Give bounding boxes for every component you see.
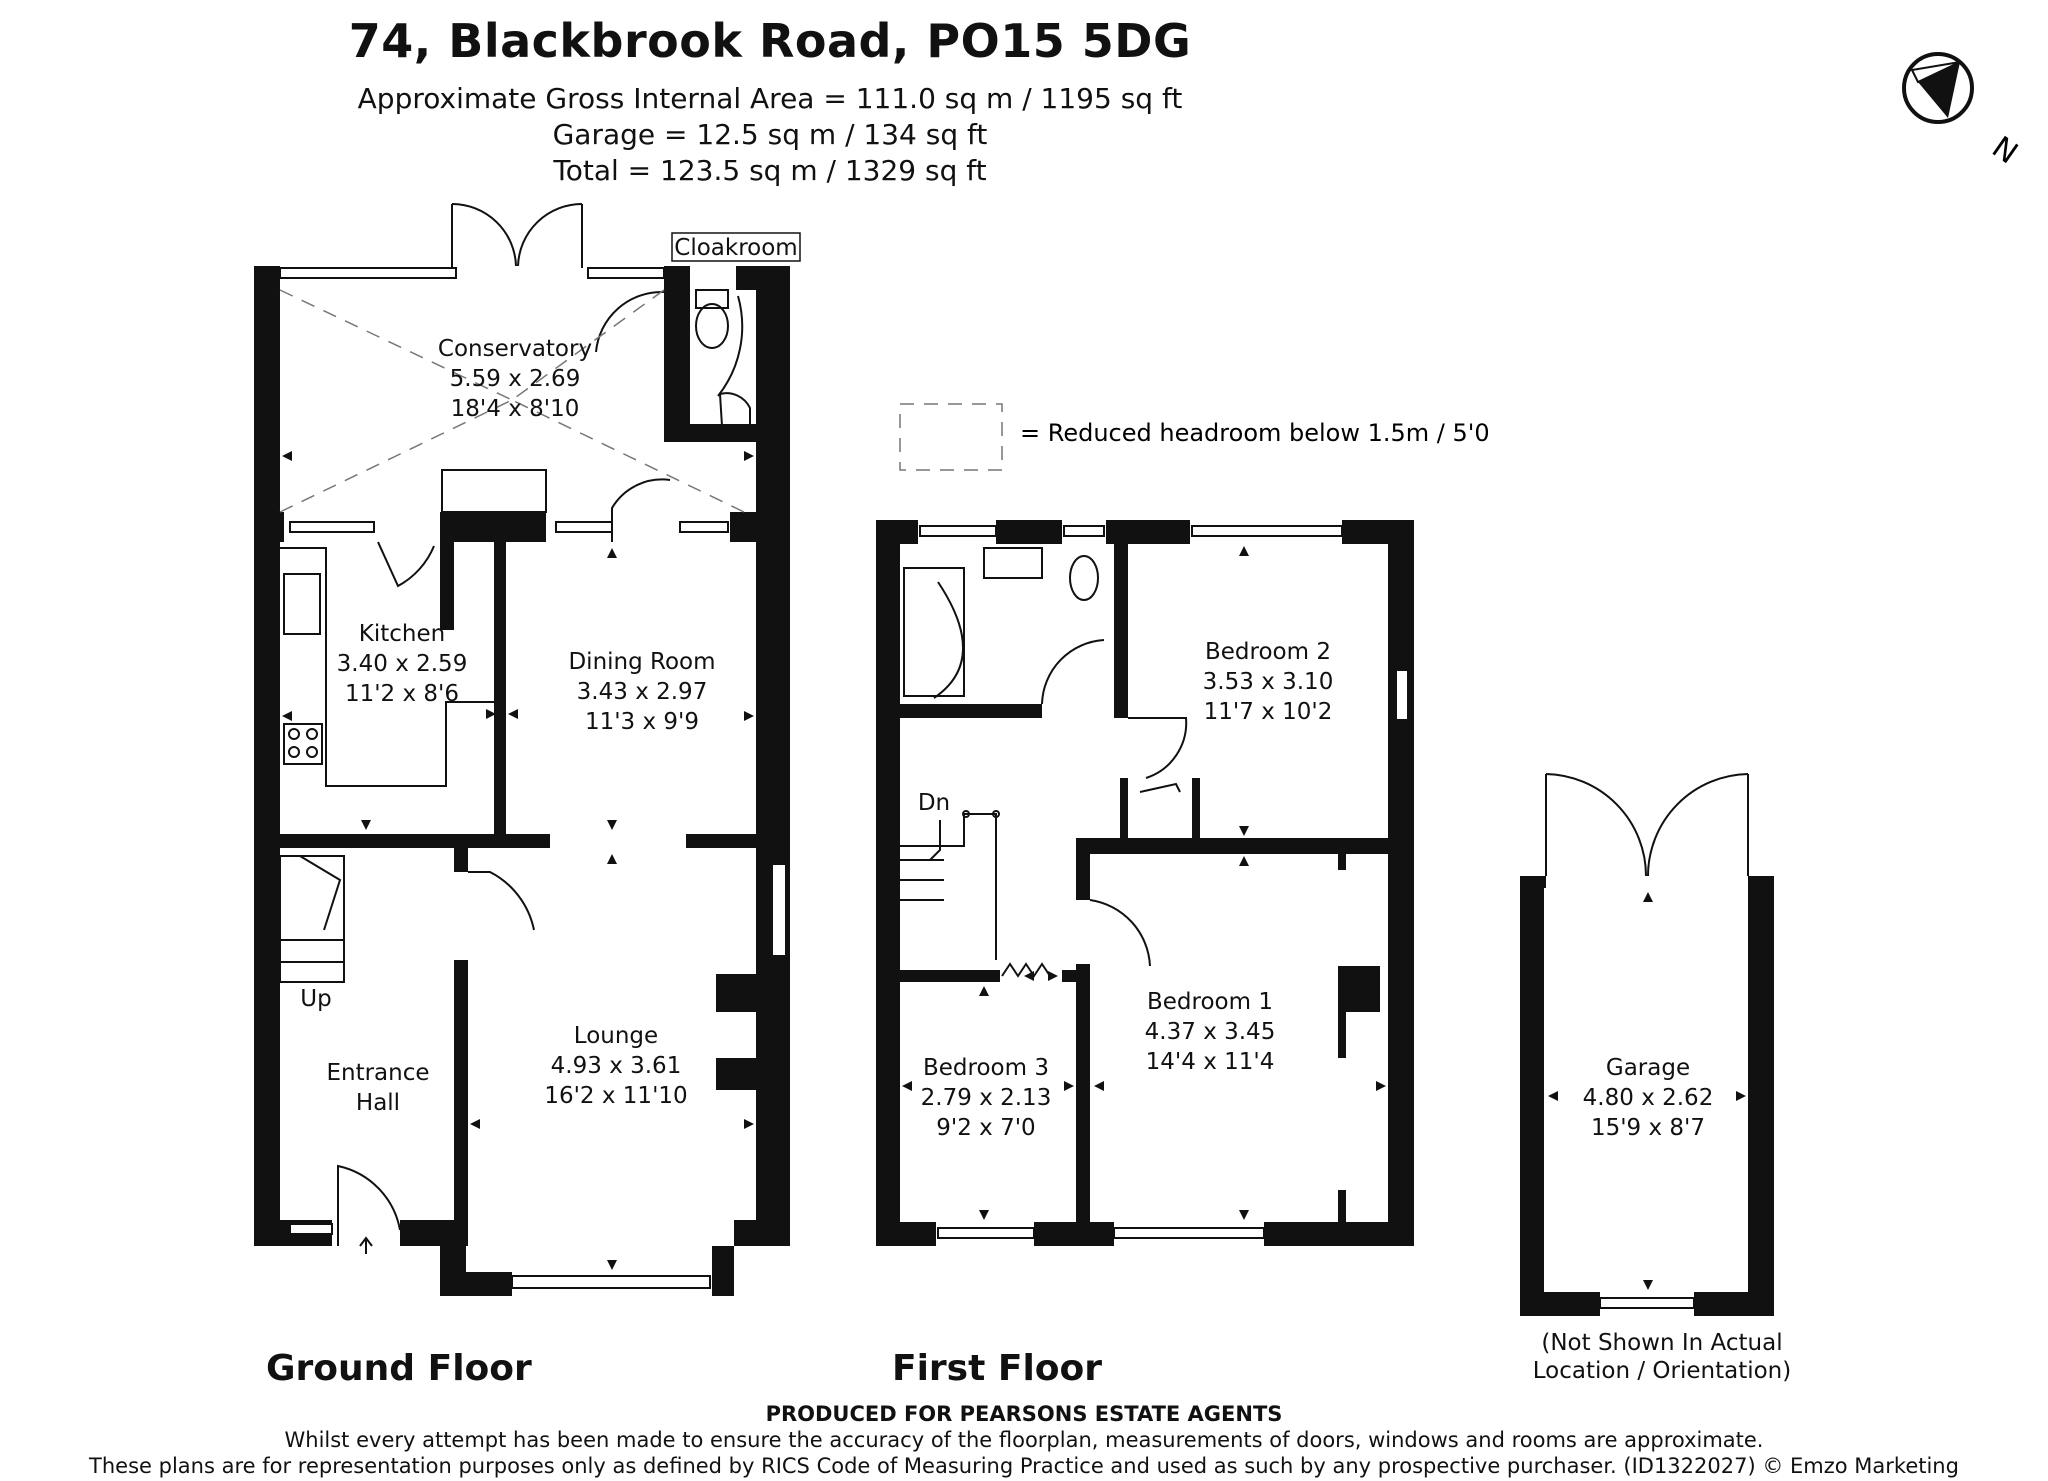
conservatory-imperial: 18'4 x 8'10 xyxy=(451,396,580,422)
property-address: 74, Blackbrook Road, PO15 5DG xyxy=(348,14,1192,68)
kitchen-name: Kitchen xyxy=(359,621,445,647)
stairs-up-label: Up xyxy=(300,986,331,1012)
north-compass-icon: N xyxy=(1902,52,2024,172)
entrance-hall-name-line2: Hall xyxy=(356,1090,400,1116)
gross-internal-area: Approximate Gross Internal Area = 111.0 … xyxy=(357,82,1183,115)
garage-plan: Garage 4.80 x 2.62 15'9 x 8'7 (Not Shown… xyxy=(1520,773,1791,1384)
lounge-imperial: 16'2 x 11'10 xyxy=(544,1083,687,1109)
bedroom-3-name: Bedroom 3 xyxy=(923,1055,1049,1081)
bedroom-2-imperial: 11'7 x 10'2 xyxy=(1204,699,1333,725)
disclaimer-line2: These plans are for representation purpo… xyxy=(89,1454,1959,1478)
garage-area: Garage = 12.5 sq m / 134 sq ft xyxy=(552,118,988,151)
headroom-legend-text: = Reduced headroom below 1.5m / 5'0 xyxy=(1020,419,1490,447)
ground-floor-label: Ground Floor xyxy=(266,1348,532,1389)
bedroom-3-imperial: 9'2 x 7'0 xyxy=(936,1115,1035,1141)
conservatory-metric: 5.59 x 2.69 xyxy=(450,366,581,392)
headroom-legend: = Reduced headroom below 1.5m / 5'0 xyxy=(899,403,1490,471)
entrance-hall-name-line1: Entrance xyxy=(326,1060,429,1086)
bedroom-3-metric: 2.79 x 2.13 xyxy=(921,1085,1052,1111)
disclaimer-line1: Whilst every attempt has been made to en… xyxy=(284,1428,1764,1452)
ground-floor-plan: Conservatory 5.59 x 2.69 18'4 x 8'10 Clo… xyxy=(254,203,801,1296)
compass-north-label: N xyxy=(1985,130,2023,172)
total-area: Total = 123.5 sq m / 1329 sq ft xyxy=(553,154,987,187)
produced-for-label: PRODUCED FOR PEARSONS ESTATE AGENTS xyxy=(765,1402,1283,1426)
first-floor-stairs-icon xyxy=(900,810,1000,960)
ground-floor-stairs-icon xyxy=(279,855,345,983)
first-floor-plan: Bedroom 2 3.53 x 3.10 11'7 x 10'2 Bedroo… xyxy=(876,520,1414,1246)
dining-room-metric: 3.43 x 2.97 xyxy=(577,679,708,705)
garage-note-line2: Location / Orientation) xyxy=(1533,1358,1791,1384)
bedroom-1-imperial: 14'4 x 11'4 xyxy=(1146,1049,1275,1075)
garage-metric: 4.80 x 2.62 xyxy=(1583,1085,1714,1111)
garage-imperial: 15'9 x 8'7 xyxy=(1591,1115,1705,1141)
lounge-metric: 4.93 x 3.61 xyxy=(551,1053,682,1079)
dining-room-imperial: 11'3 x 9'9 xyxy=(585,709,699,735)
bedroom-1-metric: 4.37 x 3.45 xyxy=(1145,1019,1276,1045)
kitchen-metric: 3.40 x 2.59 xyxy=(337,651,468,677)
conservatory-name: Conservatory xyxy=(438,336,592,362)
garage-name: Garage xyxy=(1606,1055,1690,1081)
dining-room-name: Dining Room xyxy=(568,649,715,675)
stairs-down-label: Dn xyxy=(918,790,950,816)
garage-note-line1: (Not Shown In Actual xyxy=(1541,1330,1782,1356)
bedroom-2-metric: 3.53 x 3.10 xyxy=(1203,669,1334,695)
bedroom-1-name: Bedroom 1 xyxy=(1147,989,1273,1015)
bedroom-2-name: Bedroom 2 xyxy=(1205,639,1331,665)
lounge-name: Lounge xyxy=(574,1023,658,1049)
kitchen-imperial: 11'2 x 8'6 xyxy=(345,681,459,707)
cloakroom-name: Cloakroom xyxy=(674,235,797,261)
first-floor-label: First Floor xyxy=(892,1348,1103,1389)
